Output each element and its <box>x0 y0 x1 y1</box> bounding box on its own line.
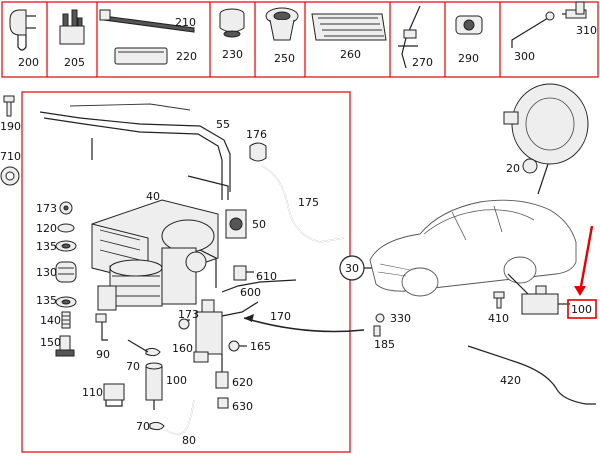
label-205: 205 <box>64 56 85 69</box>
label-70-upper: 70 <box>126 360 140 373</box>
label-40: 40 <box>146 190 160 203</box>
part-230-grommet <box>219 8 245 38</box>
label-230: 230 <box>222 48 243 61</box>
label-173-mid: 173 <box>178 308 199 321</box>
part-290-bushing <box>455 15 483 35</box>
part-710-ring <box>0 166 20 186</box>
label-300: 300 <box>514 50 535 63</box>
part-55-bracket <box>39 103 231 200</box>
part-90-fitting <box>95 313 108 341</box>
part-175-hose <box>261 165 345 243</box>
label-260: 260 <box>340 48 361 61</box>
label-135-top: 135 <box>36 240 57 253</box>
label-185: 185 <box>374 338 395 351</box>
part-70-clip-lower <box>149 421 165 431</box>
label-70-lower: 70 <box>136 420 150 433</box>
label-410: 410 <box>488 312 509 325</box>
label-420: 420 <box>500 374 521 387</box>
label-710: 710 <box>0 150 21 163</box>
part-160-valve-block <box>182 299 259 363</box>
label-630: 630 <box>232 400 253 413</box>
label-310: 310 <box>576 24 597 37</box>
part-250-bellow <box>265 7 299 41</box>
label-176: 176 <box>246 128 267 141</box>
part-300-rod <box>511 11 555 48</box>
part-173-nut <box>178 318 190 330</box>
part-330-nut <box>375 313 385 323</box>
label-165: 165 <box>250 340 271 353</box>
label-160: 160 <box>172 342 193 355</box>
part-165-screw <box>228 340 247 352</box>
part-200-bracket <box>9 9 36 51</box>
part-310-valve <box>562 1 587 19</box>
top-strip-frame <box>1 1 599 78</box>
label-130: 130 <box>36 266 57 279</box>
part-260-filter-mat <box>311 13 387 41</box>
label-250: 250 <box>274 52 295 65</box>
label-90: 90 <box>96 348 110 361</box>
label-620: 620 <box>232 376 253 389</box>
part-20-air-tank <box>503 83 589 195</box>
label-175: 175 <box>298 196 319 209</box>
part-600-wire <box>221 279 297 293</box>
part-80-hose <box>165 399 195 435</box>
part-630-nut <box>217 397 229 409</box>
label-55: 55 <box>216 118 230 131</box>
part-190-bolt <box>3 95 15 117</box>
label-330: 330 <box>390 312 411 325</box>
label-200: 200 <box>18 56 39 69</box>
label-120: 120 <box>36 222 57 235</box>
part-270-hose <box>398 5 421 69</box>
label-100-highlighted: 100 <box>571 303 592 316</box>
part-220-strip <box>114 47 168 65</box>
assembly-arrow <box>243 314 365 333</box>
part-110-silencer <box>103 383 125 407</box>
label-100-main: 100 <box>166 374 187 387</box>
part-210-cable-tie <box>99 9 195 33</box>
label-600: 600 <box>240 286 261 299</box>
label-170: 170 <box>270 310 291 323</box>
label-20: 20 <box>506 162 520 175</box>
left-small-parts <box>55 201 77 357</box>
label-210: 210 <box>175 16 196 29</box>
label-220: 220 <box>176 50 197 63</box>
part-610-connector <box>233 265 254 281</box>
label-190: 190 <box>0 120 21 133</box>
part-40-compressor <box>91 199 219 311</box>
part-410-bolt <box>493 291 505 309</box>
part-185-screw <box>373 325 381 337</box>
label-610: 610 <box>256 270 277 283</box>
part-100-valve-unit <box>507 273 570 315</box>
label-135-bottom: 135 <box>36 294 57 307</box>
label-30: 30 <box>345 262 359 275</box>
part-620-connector <box>215 354 229 389</box>
highlight-arrow <box>567 225 597 319</box>
part-176-clip <box>249 142 267 162</box>
part-100-filter-main <box>145 362 163 410</box>
label-150: 150 <box>40 336 61 349</box>
part-205-sensor <box>59 9 85 45</box>
label-140: 140 <box>40 314 61 327</box>
label-290: 290 <box>458 52 479 65</box>
part-420-line <box>467 345 596 405</box>
label-110: 110 <box>82 386 103 399</box>
part-70-clip-upper <box>127 339 161 357</box>
vehicle-outline <box>369 199 577 297</box>
label-173-top: 173 <box>36 202 57 215</box>
label-50: 50 <box>252 218 266 231</box>
label-80: 80 <box>182 434 196 447</box>
part-50-bracket-plate <box>225 209 247 239</box>
label-270: 270 <box>412 56 433 69</box>
